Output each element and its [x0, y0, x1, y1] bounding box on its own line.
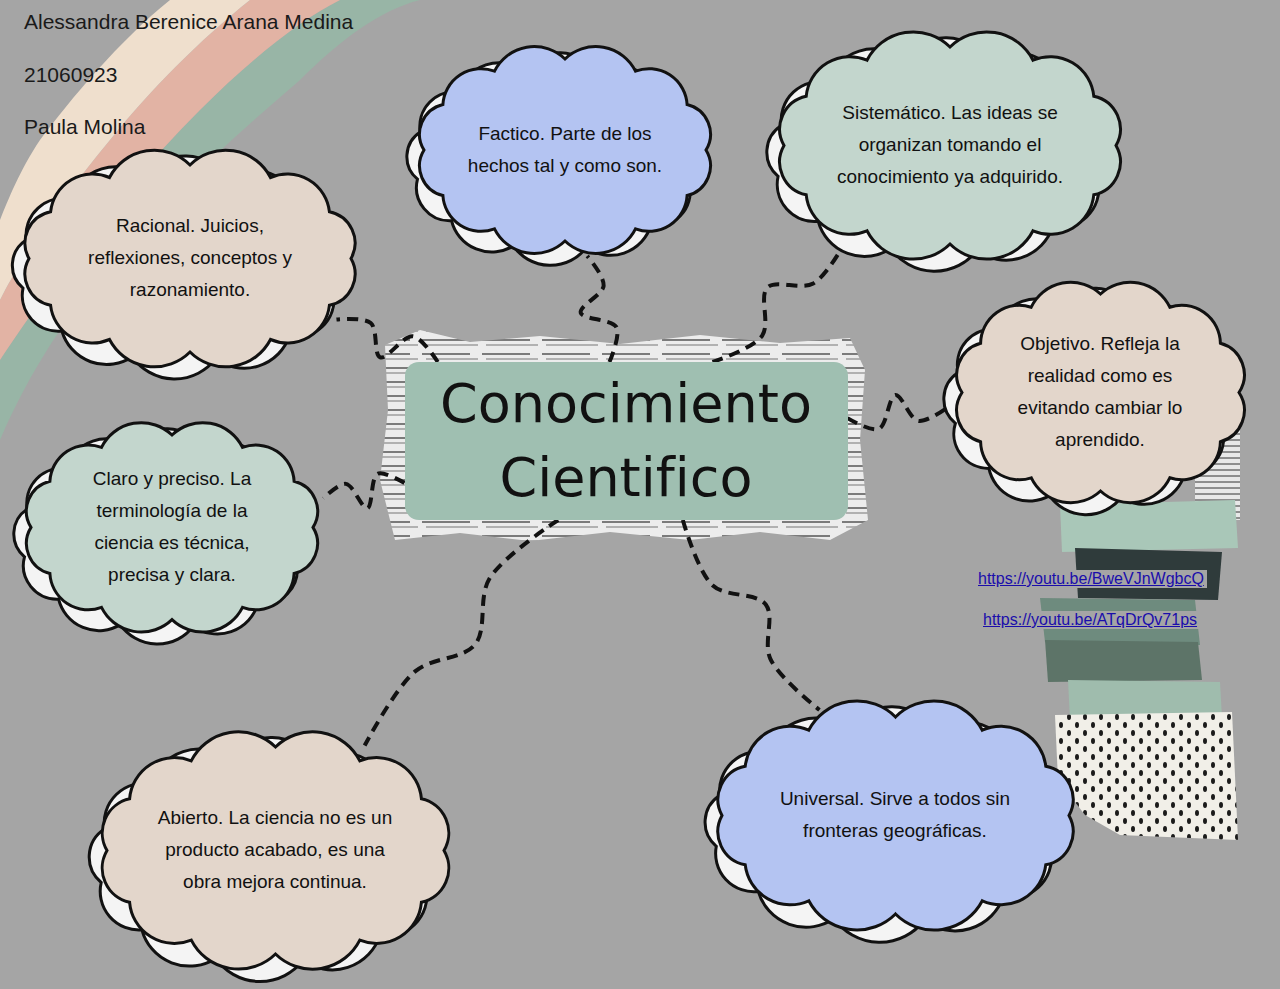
- cloud-node: Abierto. La ciencia no es un producto ac…: [83, 723, 468, 978]
- cloud-shape: [780, 31, 1121, 258]
- video-link: https://youtu.be/ATqDrQv71ps: [980, 611, 1200, 629]
- central-box: Conocimiento Cientifico: [405, 362, 848, 520]
- cloud-text: Claro y preciso. La terminología de la c…: [72, 463, 272, 591]
- cloud-text: Abierto. La ciencia no es un producto ac…: [158, 802, 393, 898]
- dashed-connector: [336, 319, 437, 362]
- cloud-text: Factico. Parte de los hechos tal y como …: [455, 118, 675, 182]
- dashed-connector: [323, 473, 404, 508]
- newspaper-scrap: [380, 330, 868, 541]
- dashed-connector: [683, 520, 820, 710]
- cloud-shape: [420, 47, 711, 254]
- dashed-connector: [365, 520, 559, 746]
- cloud-text: Sistemático. Las ideas se organizan toma…: [828, 97, 1073, 193]
- cloud-text: Racional. Juicios, reflexiones, concepto…: [75, 210, 305, 306]
- cloud-outline: [7, 411, 337, 644]
- cloud-outline: [698, 693, 1093, 938]
- cloud-shape: [25, 150, 355, 367]
- dashed-connector: [848, 395, 947, 429]
- dot-patch: [1055, 712, 1238, 840]
- band: [0, 0, 420, 440]
- video-link: https://youtu.be/BweVJnWgbcQ: [975, 570, 1207, 588]
- cloud-node: Sistemático. Las ideas se organizan toma…: [760, 23, 1140, 268]
- cloud-node: Universal. Sirve a todos sin fronteras g…: [698, 693, 1093, 938]
- cloud-node: Racional. Juicios, reflexiones, concepto…: [5, 141, 375, 376]
- cloud-shape: [956, 282, 1244, 503]
- cloud-node: Objetivo. Refleja la realidad como es ev…: [938, 270, 1263, 515]
- main-title: Conocimiento Cientifico: [416, 367, 836, 515]
- cloud-shape: [102, 731, 449, 968]
- author-note: Alessandra Berenice Arana Medina: [24, 10, 353, 34]
- cloud-shape: [717, 700, 1072, 929]
- author-note: 21060923: [24, 63, 117, 87]
- cloud-node: Factico. Parte de los hechos tal y como …: [400, 35, 730, 265]
- cloud-outline: [400, 35, 730, 265]
- cloud-text: Objetivo. Refleja la realidad como es ev…: [998, 328, 1203, 456]
- cloud-text: Universal. Sirve a todos sin fronteras g…: [770, 783, 1020, 847]
- dashed-connector: [581, 256, 618, 362]
- paint-stroke: [1045, 640, 1202, 682]
- cloud-outline: [938, 270, 1263, 515]
- cloud-node: Claro y preciso. La terminología de la c…: [7, 411, 337, 644]
- cloud-shape: [26, 422, 317, 631]
- author-note: Paula Molina: [24, 115, 145, 139]
- dashed-connector: [712, 239, 846, 362]
